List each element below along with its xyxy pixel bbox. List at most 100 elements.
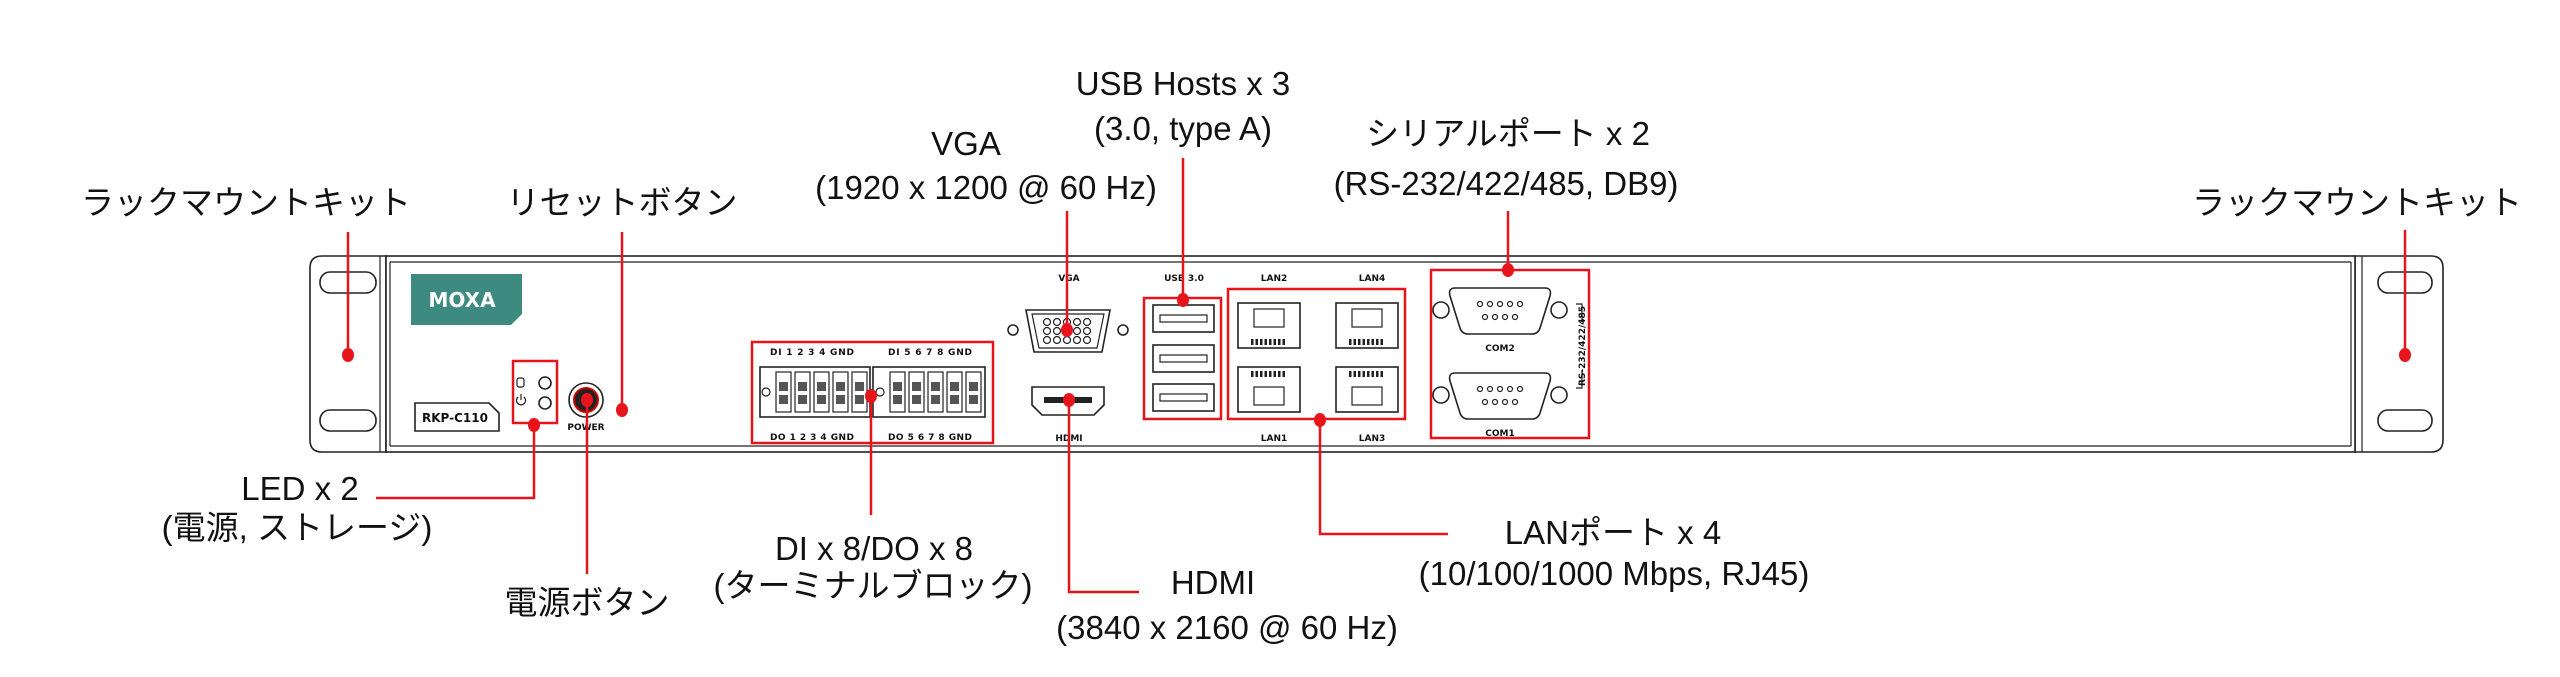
usb-port-1: [1152, 304, 1215, 333]
storage-led: [538, 376, 552, 390]
usb-title: USB Hosts x 3: [1076, 65, 1291, 102]
db9-pin: [1496, 300, 1504, 308]
model-tag: [414, 402, 500, 432]
terminal-clamp: [969, 395, 978, 404]
db9-pin: [1486, 385, 1494, 393]
terminal-pin: [832, 371, 849, 413]
bracket-hole: [2377, 409, 2433, 432]
do-right-label: DO 5 6 7 8 GND: [888, 433, 972, 443]
terminal-clamp: [855, 382, 864, 391]
dio-spec: (ターミナルブロック): [714, 567, 1033, 604]
db9-pin: [1486, 300, 1494, 308]
rs-label: RS-232/422/485: [1578, 306, 1588, 386]
com-screw: [1432, 386, 1450, 404]
storage-icon: [516, 377, 525, 388]
rack-bracket-right: [2354, 255, 2444, 453]
db9-connector: [1448, 287, 1552, 335]
terminal-clamp: [893, 395, 902, 404]
terminal-clamp: [817, 395, 826, 404]
serial-title: シリアルポート x 2: [1366, 115, 1650, 152]
terminal-clamp: [931, 382, 940, 391]
led-spec: (電源, ストレージ): [162, 509, 433, 546]
db9-pin: [1476, 300, 1484, 308]
com1-label: COM1: [1485, 429, 1514, 439]
reset-button-label: リセットボタン: [507, 184, 738, 221]
terminal-pin: [775, 371, 792, 413]
vga-panel-label: VGA: [1058, 274, 1079, 284]
terminal-clamp: [798, 382, 807, 391]
db9-pin: [1481, 313, 1489, 321]
vga-spec: (1920 x 1200 @ 60 Hz): [815, 169, 1157, 206]
terminal-clamp: [817, 382, 826, 391]
usb-port-3: [1152, 383, 1215, 412]
vga-pin: [1072, 326, 1082, 336]
terminal-clamp: [779, 395, 788, 404]
terminal-clamp: [912, 395, 921, 404]
lan-jacks: [1237, 302, 1399, 413]
di-left-label: DI 1 2 3 4 GND: [770, 348, 854, 358]
db9-connector: [1448, 372, 1552, 420]
dio-highlight-box: [750, 340, 995, 445]
db9-pin: [1481, 398, 1489, 406]
usb-spec: (3.0, type A): [1094, 110, 1272, 147]
vga-pin: [1052, 317, 1062, 327]
terminal-clamp: [836, 395, 845, 404]
db9-pin: [1516, 300, 1524, 308]
db9-pin: [1506, 300, 1514, 308]
terminal-clamp: [950, 382, 959, 391]
vga-pin: [1072, 317, 1082, 327]
screw-hole: [761, 387, 771, 397]
terminal-pin: [794, 371, 811, 413]
usb-port-2: [1152, 344, 1215, 373]
serial-spec: (RS-232/422/485, DB9): [1334, 165, 1679, 202]
db9-pin: [1516, 385, 1524, 393]
vga-pin: [1042, 335, 1052, 345]
vga-pin: [1082, 326, 1092, 336]
com-screw: [1432, 301, 1450, 319]
terminal-pin: [908, 371, 925, 413]
terminal-clamp: [912, 382, 921, 391]
terminal-clamp: [798, 395, 807, 404]
dio-title: DI x 8/DO x 8: [775, 530, 973, 567]
di-right-label: DI 5 6 7 8 GND: [888, 348, 972, 358]
terminal-clamp: [893, 382, 902, 391]
lan2-label: LAN2: [1261, 274, 1288, 284]
model-label: RKP-C110: [422, 411, 488, 425]
db9-pin: [1511, 313, 1519, 321]
vga-pin: [1072, 335, 1082, 345]
terminal-clamp: [931, 395, 940, 404]
vga-pins: [1042, 317, 1092, 345]
power-icon: [515, 394, 527, 406]
power-button-label: 電源ボタン: [505, 584, 670, 621]
lan4-label: LAN4: [1359, 274, 1386, 284]
com-screw: [1550, 301, 1568, 319]
terminal-clamp: [836, 382, 845, 391]
hdmi-title: HDMI: [1171, 564, 1255, 601]
terminal-pins: [761, 371, 982, 413]
terminal-pin: [946, 371, 963, 413]
do-left-label: DO 1 2 3 4 GND: [770, 433, 854, 443]
db9-pin: [1476, 385, 1484, 393]
lan-title: LANポート x 4: [1505, 514, 1721, 551]
vga-pin: [1052, 326, 1062, 336]
vga-title: VGA: [931, 125, 1001, 162]
com-ports: [1432, 287, 1568, 420]
vga-pin: [1082, 335, 1092, 345]
lan1-label: LAN1: [1261, 434, 1288, 444]
terminal-clamp: [855, 395, 864, 404]
terminal-pin: [965, 371, 982, 413]
vga-pin: [1042, 326, 1052, 336]
terminal-clamp: [779, 382, 788, 391]
com2-label: COM2: [1485, 344, 1514, 354]
chassis: [385, 255, 2356, 453]
lan3-label: LAN3: [1359, 434, 1386, 444]
db9-pin: [1491, 398, 1499, 406]
com-screw: [1550, 386, 1568, 404]
db9-pin: [1501, 398, 1509, 406]
hdmi-spec: (3840 x 2160 @ 60 Hz): [1056, 609, 1398, 646]
terminal-clamp: [950, 395, 959, 404]
power-led: [538, 396, 552, 410]
vga-pin: [1052, 335, 1062, 345]
rack-mount-left-label: ラックマウントキット: [81, 184, 411, 221]
